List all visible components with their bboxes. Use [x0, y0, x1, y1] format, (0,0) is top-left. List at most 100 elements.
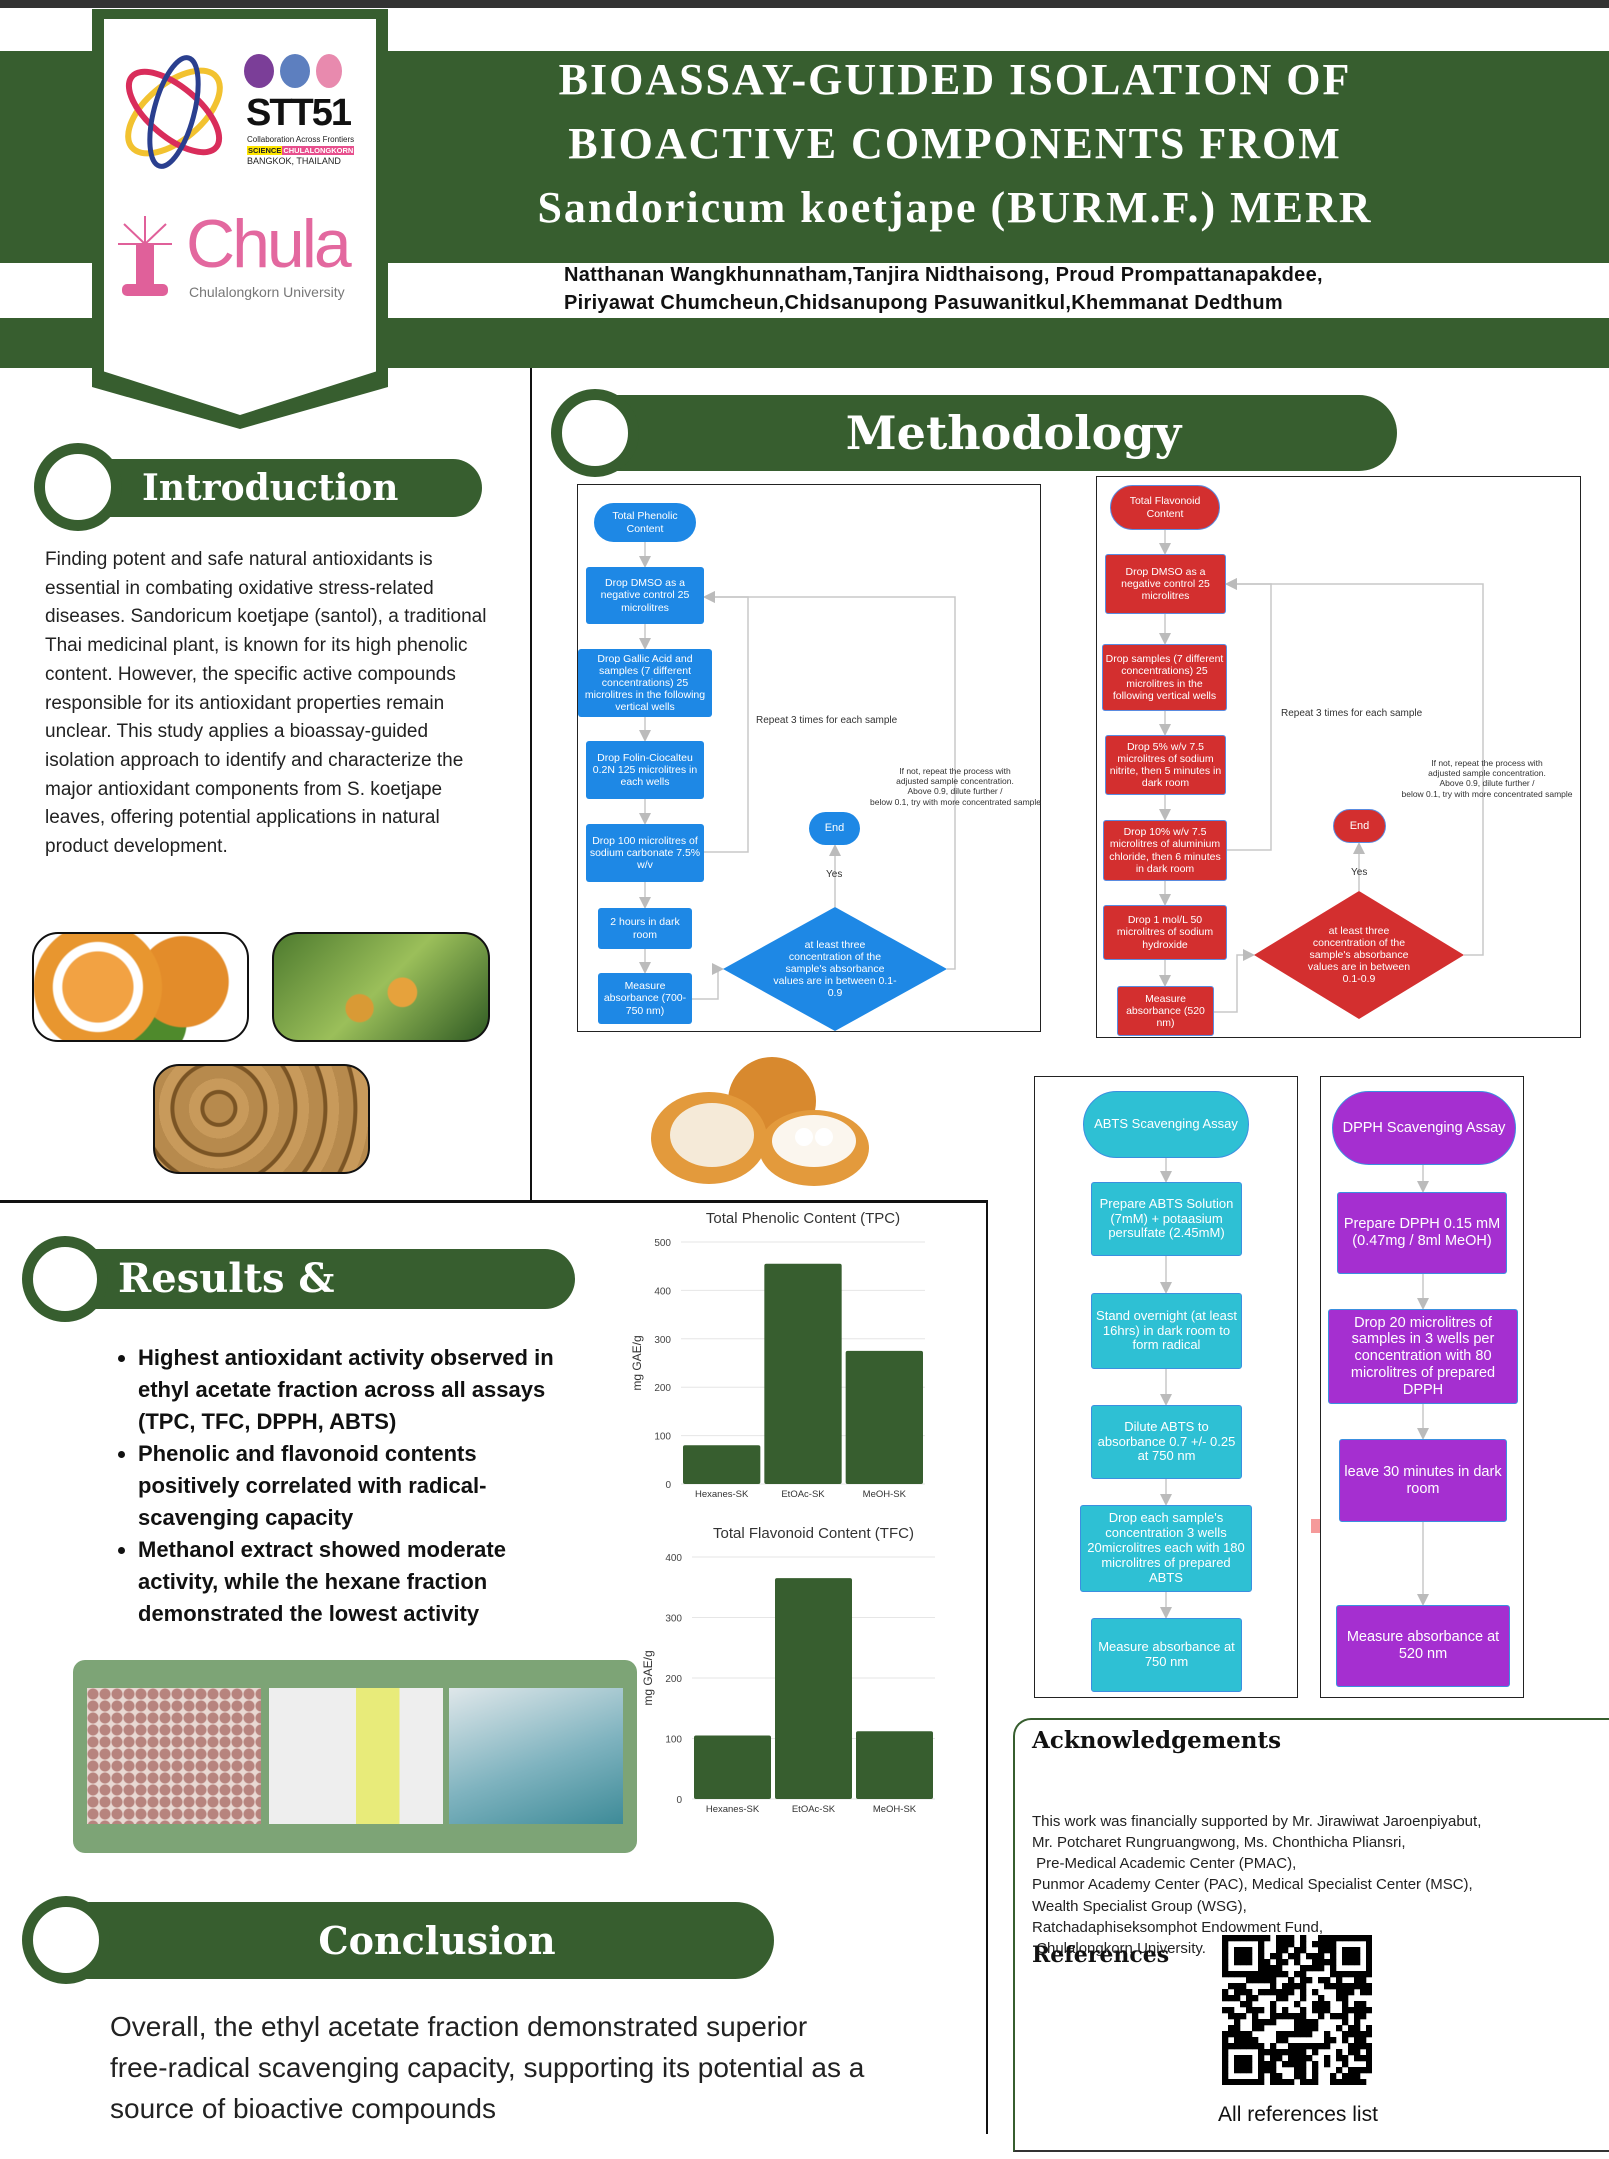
- results-bullet: Highest antioxidant activity observed in…: [138, 1342, 568, 1438]
- qr-module: [1270, 1965, 1277, 1972]
- qr-module: [1300, 2079, 1307, 2085]
- qr-module: [1360, 2007, 1367, 2014]
- qr-module: [1354, 2043, 1361, 2050]
- qr-module: [1222, 2067, 1229, 2074]
- qr-module: [1312, 2073, 1319, 2080]
- tfc-flowchart: Total Flavonoid Content Drop DMSO as a n…: [1096, 476, 1581, 1038]
- qr-module: [1348, 1947, 1355, 1954]
- qr-module: [1240, 1953, 1247, 1960]
- qr-module: [1246, 2043, 1253, 2050]
- qr-module: [1270, 2001, 1277, 2008]
- qr-module: [1324, 1935, 1331, 1942]
- qr-module: [1258, 1953, 1265, 1960]
- references-qr-caption[interactable]: All references list: [1218, 2103, 1378, 2126]
- qr-module: [1360, 1977, 1367, 1984]
- ack-line: Ratchadaphiseksomphot Endowment Fund,: [1032, 1919, 1324, 1937]
- qr-module: [1264, 2049, 1271, 2056]
- qr-module: [1336, 1989, 1343, 1996]
- qr-module: [1222, 2055, 1229, 2062]
- qr-module: [1240, 2013, 1247, 2020]
- ack-line: Chulalongkorn University.: [1032, 1940, 1206, 1958]
- qr-module: [1318, 1935, 1325, 1942]
- qr-module: [1288, 1977, 1295, 1984]
- qr-module: [1312, 2049, 1319, 2056]
- qr-module: [1282, 1947, 1289, 1954]
- tfc-step-1: Drop DMSO as a negative control 25 micro…: [1105, 554, 1226, 614]
- column-divider: [530, 368, 532, 1201]
- qr-module: [1252, 2007, 1259, 2014]
- qr-module: [1234, 1953, 1241, 1960]
- qr-module: [1366, 2049, 1372, 2056]
- qr-module: [1324, 2031, 1331, 2038]
- qr-module: [1306, 2031, 1313, 2038]
- qr-module: [1294, 1959, 1301, 1966]
- qr-module: [1270, 2013, 1277, 2020]
- qr-module: [1288, 1935, 1295, 1942]
- qr-module: [1252, 2037, 1259, 2044]
- qr-module: [1258, 1965, 1265, 1972]
- methodology-circle-icon: [551, 389, 639, 477]
- dpph-connectors: [1417, 1165, 1429, 1606]
- qr-module: [1360, 1935, 1367, 1942]
- qr-module: [1258, 2061, 1265, 2068]
- well-plate-photo-2: [269, 1688, 443, 1824]
- qr-module: [1252, 2013, 1259, 2020]
- qr-module: [1282, 1989, 1289, 1996]
- tfc-repeat-note: Repeat 3 times for each sample: [1281, 708, 1423, 719]
- qr-module: [1342, 2031, 1349, 2038]
- qr-module: [1342, 2061, 1349, 2068]
- qr-module: [1276, 1953, 1283, 1960]
- qr-module: [1342, 2013, 1349, 2020]
- qr-module: [1348, 2073, 1355, 2080]
- qr-module: [1282, 2031, 1289, 2038]
- qr-module: [1240, 1935, 1247, 1942]
- tfc-start-node: Total Flavonoid Content: [1110, 485, 1220, 530]
- introduction-heading: Introduction: [60, 459, 482, 517]
- qr-module: [1300, 2049, 1307, 2056]
- qr-module: [1300, 1983, 1307, 1990]
- qr-module: [1342, 1995, 1349, 2002]
- tfc-if-not-line: If not, repeat the process with: [1431, 758, 1543, 768]
- qr-module: [1306, 2043, 1313, 2050]
- qr-module: [1288, 2079, 1295, 2085]
- results-right-border: [986, 1200, 988, 2134]
- references-qr-code[interactable]: [1222, 1935, 1372, 2085]
- qr-module: [1222, 1947, 1229, 1954]
- qr-module: [1222, 1995, 1229, 2002]
- qr-module: [1282, 2037, 1289, 2044]
- qr-module: [1318, 2007, 1325, 2014]
- qr-module: [1324, 1959, 1331, 1966]
- qr-module: [1252, 1995, 1259, 2002]
- qr-module: [1258, 2049, 1265, 2056]
- qr-module: [1258, 2055, 1265, 2062]
- qr-module: [1318, 1995, 1325, 2002]
- chart-title: Total Flavonoid Content (TFC): [713, 1525, 914, 1542]
- qr-module: [1282, 2079, 1289, 2085]
- dpph-start-node: DPPH Scavenging Assay: [1332, 1091, 1516, 1165]
- qr-module: [1288, 2013, 1295, 2020]
- qr-module: [1240, 1989, 1247, 1996]
- qr-module: [1354, 2019, 1361, 2026]
- qr-module: [1348, 2025, 1355, 2032]
- qr-module: [1228, 1995, 1235, 2002]
- qr-module: [1246, 2061, 1253, 2068]
- qr-module: [1234, 1971, 1241, 1978]
- qr-module: [1288, 2055, 1295, 2062]
- qr-module: [1252, 2043, 1259, 2050]
- tpc-if-not-line: If not, repeat the process with: [899, 766, 1011, 776]
- qr-module: [1246, 1989, 1253, 1996]
- qr-module: [1252, 1971, 1259, 1978]
- abts-step-2: Stand overnight (at least 16hrs) in dark…: [1091, 1293, 1242, 1369]
- qr-module: [1222, 2043, 1229, 2050]
- qr-module: [1312, 1941, 1319, 1948]
- qr-module: [1252, 1935, 1259, 1942]
- stt51-logo-text: STT51: [246, 92, 352, 134]
- qr-module: [1348, 1959, 1355, 1966]
- qr-module: [1264, 1965, 1271, 1972]
- qr-module: [1354, 1977, 1361, 1984]
- qr-module: [1270, 2055, 1277, 2062]
- qr-module: [1228, 2025, 1235, 2032]
- qr-module: [1270, 1971, 1277, 1978]
- tpc-yes-label: Yes: [826, 869, 843, 880]
